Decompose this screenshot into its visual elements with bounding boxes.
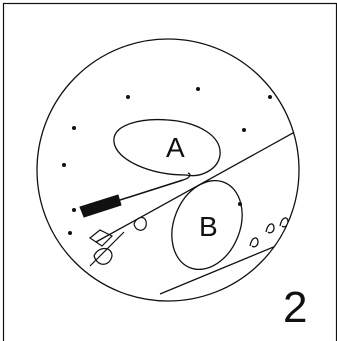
petal-marks: [90, 217, 146, 266]
step-number: 2: [283, 283, 307, 332]
squiggle-marks: [250, 218, 288, 247]
screwdriver-like-instrument-icon: [80, 173, 190, 217]
magnified-view-circle: [37, 39, 299, 301]
region-a-label: A: [166, 132, 185, 163]
region-b-label: B: [199, 211, 218, 242]
